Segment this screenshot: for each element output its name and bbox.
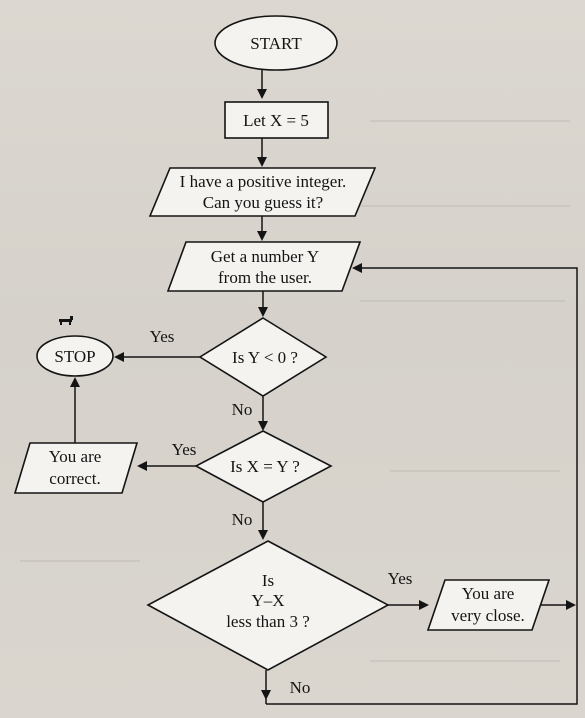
- arrow-close-yes-to-very-close: [388, 600, 429, 610]
- label-yes-close: Yes: [388, 569, 413, 588]
- check-close-line-2: Y–X: [251, 591, 284, 610]
- input-line-2: from the user.: [218, 268, 312, 287]
- very-close-line-1: You are: [462, 584, 515, 603]
- background-texture: [370, 120, 570, 122]
- label-no-equal: No: [232, 510, 253, 529]
- label-no-close: No: [290, 678, 311, 697]
- init-text: Let X = 5: [243, 111, 309, 130]
- background-texture: [360, 205, 570, 207]
- start-text: START: [250, 34, 302, 53]
- start-node: START: [214, 15, 338, 71]
- input-box: Get a number Y from the user.: [166, 241, 362, 292]
- arrow-very-close-to-loop: [541, 600, 576, 610]
- arrow-equal-yes-to-correct: [137, 461, 196, 471]
- background-texture: [390, 470, 560, 472]
- arrow-negative-yes-to-stop: [114, 352, 200, 362]
- check-close-decision: Is Y–X less than 3 ?: [146, 540, 390, 671]
- background-texture: [370, 660, 560, 662]
- very-close-line-2: very close.: [451, 606, 525, 625]
- label-no-negative: No: [232, 400, 253, 419]
- prompt-output-box: I have a positive integer. Can you guess…: [148, 167, 377, 217]
- background-texture: [20, 560, 140, 562]
- arrow-init-to-prompt: [257, 138, 267, 167]
- check-close-line-3: less than 3 ?: [226, 612, 310, 631]
- correct-line-1: You are: [49, 447, 102, 466]
- ink-smudge: [59, 316, 73, 325]
- background-texture: [360, 300, 565, 302]
- arrow-input-to-check-negative: [258, 291, 268, 317]
- check-equal-decision: Is X = Y ?: [194, 430, 333, 503]
- correct-output-box: You are correct.: [13, 442, 139, 494]
- check-equal-text: Is X = Y ?: [230, 457, 300, 476]
- check-close-line-1: Is: [262, 571, 274, 590]
- input-line-1: Get a number Y: [211, 247, 319, 266]
- very-close-output-box: You are very close.: [426, 579, 551, 631]
- arrow-negative-no: [258, 396, 268, 431]
- arrow-correct-to-stop: [70, 377, 80, 443]
- check-negative-text: Is Y < 0 ?: [232, 348, 298, 367]
- prompt-line-2: Can you guess it?: [203, 193, 323, 212]
- arrow-close-no-loop: [261, 263, 578, 705]
- correct-line-2: correct.: [49, 469, 100, 488]
- label-yes-equal: Yes: [172, 440, 197, 459]
- label-yes-negative: Yes: [150, 327, 175, 346]
- arrow-start-to-init: [257, 70, 267, 99]
- arrow-prompt-to-input: [257, 216, 267, 241]
- stop-text: STOP: [54, 347, 95, 366]
- prompt-line-1: I have a positive integer.: [180, 172, 347, 191]
- check-negative-decision: Is Y < 0 ?: [198, 317, 328, 397]
- init-process-box: Let X = 5: [224, 101, 329, 139]
- stop-node: STOP: [36, 335, 114, 377]
- arrow-equal-no: [258, 502, 268, 540]
